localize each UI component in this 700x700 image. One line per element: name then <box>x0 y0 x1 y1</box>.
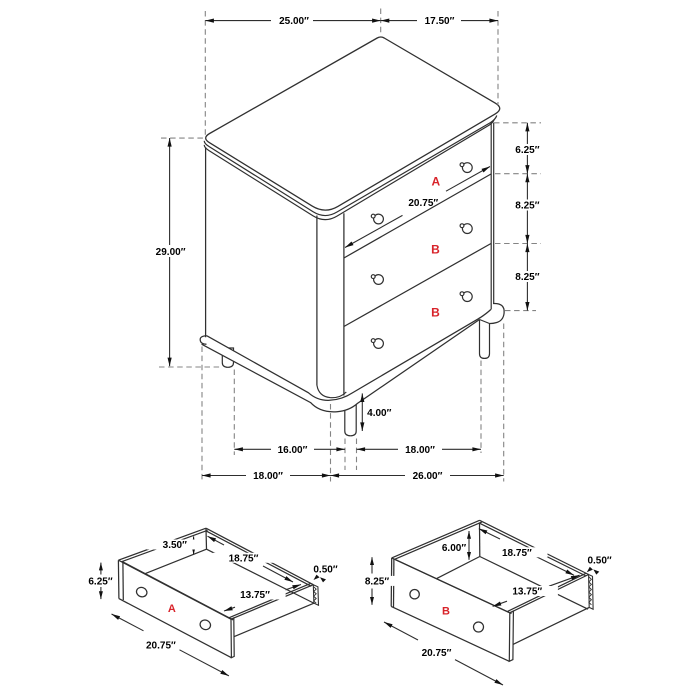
svg-text:B: B <box>431 243 440 257</box>
svg-text:B: B <box>442 606 450 618</box>
svg-text:26.00″: 26.00″ <box>413 471 443 482</box>
svg-text:18.75″: 18.75″ <box>229 553 259 564</box>
svg-text:A: A <box>168 603 176 615</box>
svg-text:20.75″: 20.75″ <box>408 198 438 209</box>
svg-text:20.75″: 20.75″ <box>146 640 176 651</box>
svg-text:25.00″: 25.00″ <box>279 16 309 27</box>
svg-text:B: B <box>431 306 440 320</box>
svg-text:18.00″: 18.00″ <box>253 471 283 482</box>
svg-text:18.00″: 18.00″ <box>405 445 435 456</box>
svg-text:13.75″: 13.75″ <box>512 587 542 598</box>
svg-text:13.75″: 13.75″ <box>240 590 270 601</box>
svg-text:20.75″: 20.75″ <box>422 648 452 659</box>
svg-text:6.25″: 6.25″ <box>515 145 539 156</box>
svg-text:29.00″: 29.00″ <box>156 247 186 258</box>
svg-text:6.00″: 6.00″ <box>442 543 466 554</box>
svg-text:8.25″: 8.25″ <box>515 272 539 283</box>
svg-text:4.00″: 4.00″ <box>367 408 391 419</box>
svg-text:8.25″: 8.25″ <box>365 577 389 588</box>
svg-text:8.25″: 8.25″ <box>515 200 539 211</box>
svg-text:6.25″: 6.25″ <box>88 577 112 588</box>
svg-text:18.75″: 18.75″ <box>502 548 532 559</box>
svg-text:17.50″: 17.50″ <box>425 16 455 27</box>
svg-text:16.00″: 16.00″ <box>278 445 308 456</box>
svg-text:A: A <box>431 175 440 189</box>
svg-text:0.50″: 0.50″ <box>587 556 611 567</box>
svg-text:0.50″: 0.50″ <box>313 565 337 576</box>
svg-text:3.50″: 3.50″ <box>163 540 187 551</box>
